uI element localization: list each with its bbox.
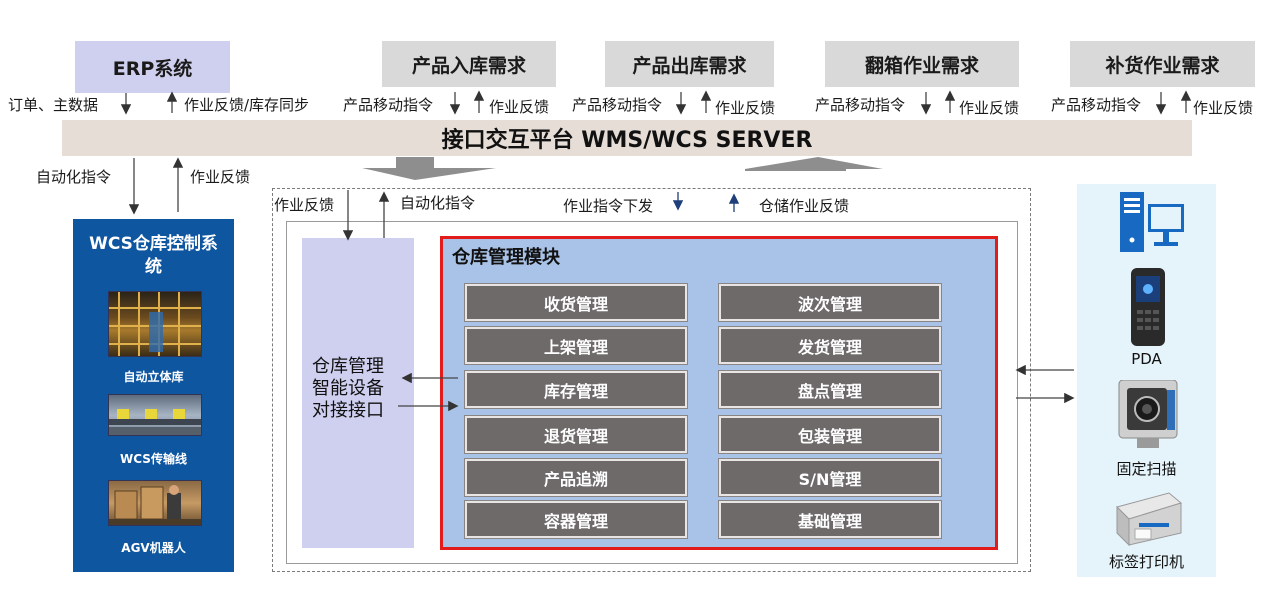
fixed-scanner-caption: 固定扫描: [1116, 460, 1177, 478]
iface-line: 仓库管理: [312, 356, 384, 377]
erp-system-box: ERP系统: [75, 41, 230, 93]
computer-icon: [1120, 192, 1184, 252]
module-item-returns[interactable]: 退货管理: [465, 416, 687, 453]
wcs-feedback-label: 作业反馈: [190, 168, 251, 186]
device-interface-box: [302, 238, 414, 548]
wcs-caption-agv: AGV机器人: [121, 541, 186, 555]
label-printer-caption: 标签打印机: [1108, 553, 1184, 571]
erp-down-label: 订单、主数据: [8, 96, 99, 114]
connector-arrows: [120, 90, 1192, 412]
iface-feedback-label: 作业反馈: [274, 196, 335, 214]
iface-line: 智能设备: [312, 378, 384, 399]
asrs-illustration: [109, 292, 201, 356]
iface-auto-cmd-label: 自动化指令: [400, 194, 476, 212]
outbound-cmd-label: 产品移动指令: [572, 96, 663, 114]
agv-photo: [108, 480, 202, 526]
device-interface-text: 仓库管理 智能设备 对接接口: [312, 356, 412, 422]
wcs-caption-asrs: 自动立体库: [123, 370, 184, 384]
pda-icon: [1131, 268, 1165, 346]
iface-line: 对接接口: [312, 400, 384, 421]
big-up-arrow: [745, 157, 883, 171]
replenish-cmd-label: 产品移动指令: [1051, 96, 1142, 114]
repack-feedback-label: 作业反馈: [959, 99, 1020, 117]
task-down-label: 作业指令下发: [563, 197, 654, 215]
wcs-caption-conveyor: WCS传输线: [120, 452, 187, 466]
module-item-receiving[interactable]: 收货管理: [465, 284, 687, 321]
inbound-cmd-label: 产品移动指令: [343, 96, 434, 114]
module-item-shipping[interactable]: 发货管理: [719, 327, 941, 364]
big-down-arrow: [362, 157, 496, 180]
pda-caption: PDA: [1131, 350, 1162, 368]
module-item-basic[interactable]: 基础管理: [719, 501, 941, 538]
replenish-feedback-label: 作业反馈: [1193, 99, 1254, 117]
storage-feedback-label: 仓储作业反馈: [759, 197, 850, 215]
module-item-putaway[interactable]: 上架管理: [465, 327, 687, 364]
module-item-container[interactable]: 容器管理: [465, 501, 687, 538]
label-printer-icon: [1116, 492, 1183, 547]
wcs-auto-cmd-label: 自动化指令: [36, 168, 112, 186]
erp-up-label: 作业反馈/库存同步: [184, 96, 310, 114]
wcs-title: WCS仓库控制系统: [89, 234, 218, 277]
module-item-packing[interactable]: 包装管理: [719, 416, 941, 453]
module-item-wave[interactable]: 波次管理: [719, 284, 941, 321]
module-item-inventory[interactable]: 库存管理: [465, 371, 687, 408]
repack-demand-box: 翻箱作业需求: [825, 41, 1019, 87]
asrs-photo: [108, 291, 202, 357]
module-item-sn[interactable]: S/N管理: [719, 459, 941, 496]
inbound-demand-box: 产品入库需求: [382, 41, 556, 87]
conveyor-illustration: [109, 409, 201, 435]
inbound-feedback-label: 作业反馈: [489, 98, 550, 116]
conveyor-photo: [108, 394, 202, 436]
outbound-feedback-label: 作业反馈: [715, 99, 776, 117]
module-item-traceability[interactable]: 产品追溯: [465, 459, 687, 496]
warehouse-module-title: 仓库管理模块: [452, 247, 560, 268]
fixed-scanner-icon: [1118, 380, 1178, 448]
outbound-demand-box: 产品出库需求: [605, 41, 774, 87]
replenish-demand-box: 补货作业需求: [1070, 41, 1255, 87]
wcs-panel: WCS仓库控制系统 自动立体库 WCS传输线: [73, 219, 234, 572]
repack-cmd-label: 产品移动指令: [815, 96, 906, 114]
agv-illustration: [109, 485, 201, 525]
module-item-stocktake[interactable]: 盘点管理: [719, 371, 941, 408]
wms-dashed-container: [272, 188, 1031, 572]
device-panel: [1077, 184, 1216, 577]
interface-platform-banner: 接口交互平台 WMS/WCS SERVER: [62, 120, 1192, 156]
